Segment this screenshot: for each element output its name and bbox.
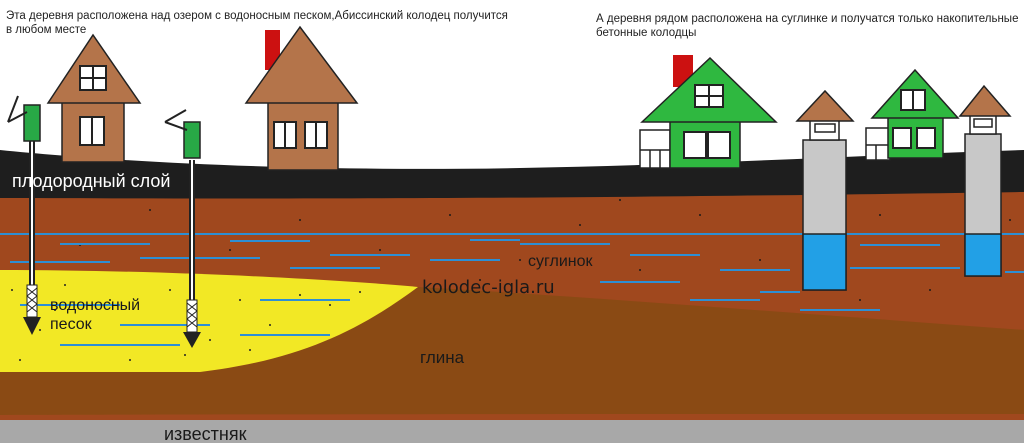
- aquifer-sand-label-line-1: водоносный: [50, 297, 141, 314]
- aquifer-sand: [0, 270, 418, 372]
- water-dashes: [10, 239, 1024, 346]
- clay-label: глина: [420, 348, 465, 367]
- right-house-2: [865, 68, 960, 161]
- limestone-label: известняк: [164, 424, 247, 444]
- concrete-well-1: [795, 89, 855, 291]
- aquifer-sand-label-line-2: песок: [50, 316, 92, 333]
- right-caption-line-2: бетонные колодцы: [596, 27, 697, 39]
- concrete-well-2: [958, 84, 1012, 277]
- fertile-layer-label: плодородный слой: [12, 171, 171, 191]
- left-caption-line-1: Эта деревня расположена над озером с вод…: [6, 10, 508, 22]
- left-house-1: [46, 33, 142, 163]
- loam-label: суглинок: [528, 253, 593, 270]
- abyssinian-well-1: [7, 95, 41, 335]
- left-caption-line-2: в любом месте: [6, 24, 87, 36]
- left-house-2: [244, 25, 359, 171]
- right-caption-line-1: А деревня рядом расположена на суглинке …: [596, 13, 1019, 25]
- left-caption: Эта деревня расположена над озером с вод…: [6, 9, 526, 37]
- abyssinian-well-2: [164, 109, 201, 348]
- site-label: kolodec-igla.ru: [422, 277, 555, 298]
- right-house-1: [639, 55, 778, 169]
- clay-layer: [0, 287, 1024, 415]
- aquifer-sand-label: водоносный песок: [50, 296, 140, 334]
- fertile-layer: [0, 150, 1024, 199]
- right-caption: А деревня рядом расположена на суглинке …: [596, 12, 1024, 40]
